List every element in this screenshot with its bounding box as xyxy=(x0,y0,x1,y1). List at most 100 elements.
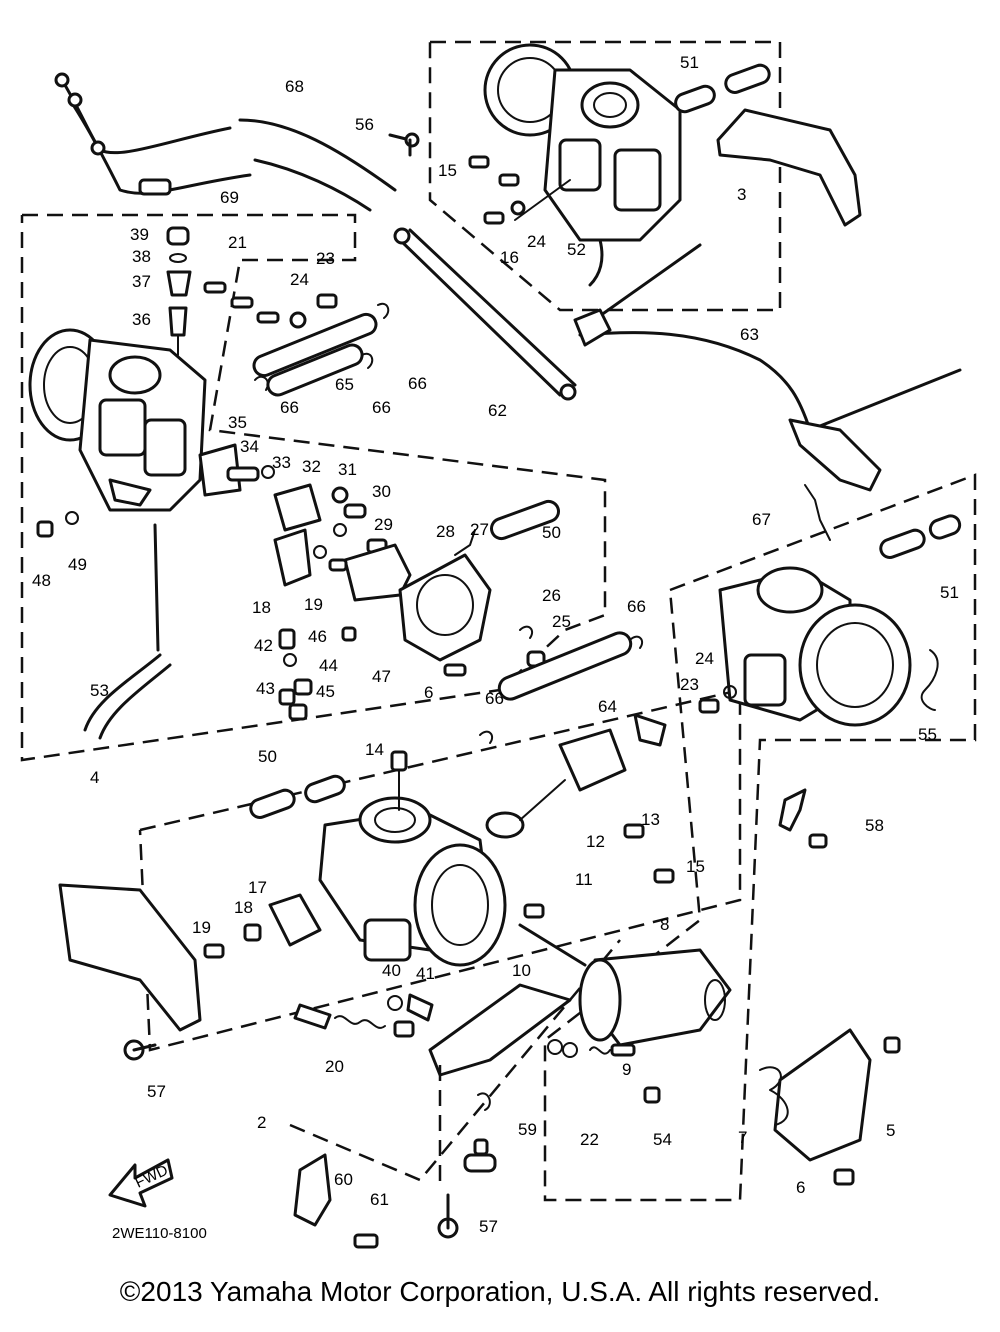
part-label: 24 xyxy=(695,649,714,668)
screw-61 xyxy=(353,1233,379,1249)
cover-7 xyxy=(759,1028,872,1162)
diaphragm-parts-11-13 xyxy=(485,713,675,919)
part-label: 63 xyxy=(740,325,759,344)
part-label: 50 xyxy=(542,523,561,542)
screw-6-left xyxy=(443,663,467,677)
screws-21 xyxy=(203,281,280,324)
part-label: 55 xyxy=(918,725,937,744)
pipe-51-b xyxy=(724,63,771,94)
part-label: 68 xyxy=(285,77,304,96)
part-label: 46 xyxy=(308,627,327,646)
part-label: 47 xyxy=(372,667,391,686)
link-rod-62 xyxy=(393,227,577,401)
clip-66-d xyxy=(629,635,644,649)
part-label: 20 xyxy=(325,1057,344,1076)
part-label: 67 xyxy=(752,510,771,529)
part-label: 42 xyxy=(254,636,273,655)
washer-18 xyxy=(313,545,327,559)
carburetor-assembly-2 xyxy=(318,796,507,967)
part-label: 37 xyxy=(132,272,151,291)
part-label: 53 xyxy=(90,681,109,700)
part-label: 51 xyxy=(940,583,959,602)
washer-24-left xyxy=(289,311,307,329)
pipe-50-left-b xyxy=(304,774,346,804)
part-label: 32 xyxy=(302,457,321,476)
part-label: 69 xyxy=(220,188,239,207)
assembly-3-boundary xyxy=(428,40,782,312)
screw-23-left xyxy=(316,293,338,309)
fuel-hose-68-69 xyxy=(54,72,397,212)
clip-66-b xyxy=(361,352,374,369)
part-label: 66 xyxy=(485,689,504,708)
part-label: 4 xyxy=(90,768,99,787)
copyright-notice: ©2013 Yamaha Motor Corporation, U.S.A. A… xyxy=(119,1276,881,1307)
part-label: 17 xyxy=(248,878,267,897)
part-label: 15 xyxy=(686,857,705,876)
screw-6-bottom xyxy=(833,1168,855,1186)
part-label: 44 xyxy=(319,656,338,675)
part-label: 33 xyxy=(272,453,291,472)
gasket-17 xyxy=(268,893,322,947)
part-label: 49 xyxy=(68,555,87,574)
clip-66-c xyxy=(254,375,269,391)
part-label: 2 xyxy=(257,1113,266,1132)
part-label: 56 xyxy=(355,115,374,134)
drain-line xyxy=(153,523,160,652)
part-label: 3 xyxy=(737,185,746,204)
part-label: 23 xyxy=(680,675,699,694)
mount-plate xyxy=(428,983,572,1077)
part-label: 65 xyxy=(335,375,354,394)
bolts-57 xyxy=(123,1039,459,1239)
bracket-58 xyxy=(778,788,807,832)
part-label: 64 xyxy=(598,697,617,716)
part-label: 43 xyxy=(256,679,275,698)
screw-19 xyxy=(328,558,348,572)
part-label: 9 xyxy=(622,1060,631,1079)
part-label: 54 xyxy=(653,1130,672,1149)
washer-24-right xyxy=(723,685,737,699)
diagram-code: 2WE110-8100 xyxy=(112,1225,207,1242)
part-label: 51 xyxy=(680,53,699,72)
part-18 xyxy=(243,923,262,942)
forward-arrow: FWD xyxy=(108,1158,174,1208)
part-label: 40 xyxy=(382,961,401,980)
screw-58 xyxy=(808,833,828,849)
piston-9 xyxy=(578,948,732,1047)
pipe-65-lower xyxy=(266,343,364,397)
part-label: 45 xyxy=(316,682,335,701)
clip-66-e xyxy=(479,730,494,744)
screw-19-bottom xyxy=(203,943,225,959)
bracket-top xyxy=(716,108,862,227)
clip-26 xyxy=(519,625,534,639)
part-label: 5 xyxy=(886,1121,895,1140)
parts-22 xyxy=(547,1039,636,1058)
part-label: 34 xyxy=(240,437,259,456)
washer-24-top xyxy=(510,200,526,216)
carburetor-exploded-diagram: FWD 2WE110-8100 516856153241652693938373… xyxy=(20,40,977,1249)
part-label: 6 xyxy=(796,1178,805,1197)
part-label: 38 xyxy=(132,247,151,266)
part-label: 35 xyxy=(228,413,247,432)
part-label: 11 xyxy=(575,870,593,889)
part-label: 15 xyxy=(438,161,457,180)
needle-10 xyxy=(518,923,587,967)
cover-47 xyxy=(398,529,492,662)
part-label: 31 xyxy=(338,460,357,479)
part-label: 62 xyxy=(488,401,507,420)
part-label: 24 xyxy=(290,270,309,289)
part-label: 30 xyxy=(372,482,391,501)
jets-42-46 xyxy=(278,626,357,721)
part-label: 13 xyxy=(641,810,660,829)
part-label: 48 xyxy=(32,571,51,590)
carburetor-assembly-3 xyxy=(483,43,682,287)
part-label: 59 xyxy=(518,1120,537,1139)
part-label: 19 xyxy=(192,918,211,937)
part-label: 21 xyxy=(228,233,247,252)
pipe-51-c xyxy=(879,528,926,559)
assembly-4-boundary xyxy=(20,213,607,762)
part-label: 29 xyxy=(374,515,393,534)
pipe-64 xyxy=(497,631,633,701)
hose-53 xyxy=(83,653,162,732)
